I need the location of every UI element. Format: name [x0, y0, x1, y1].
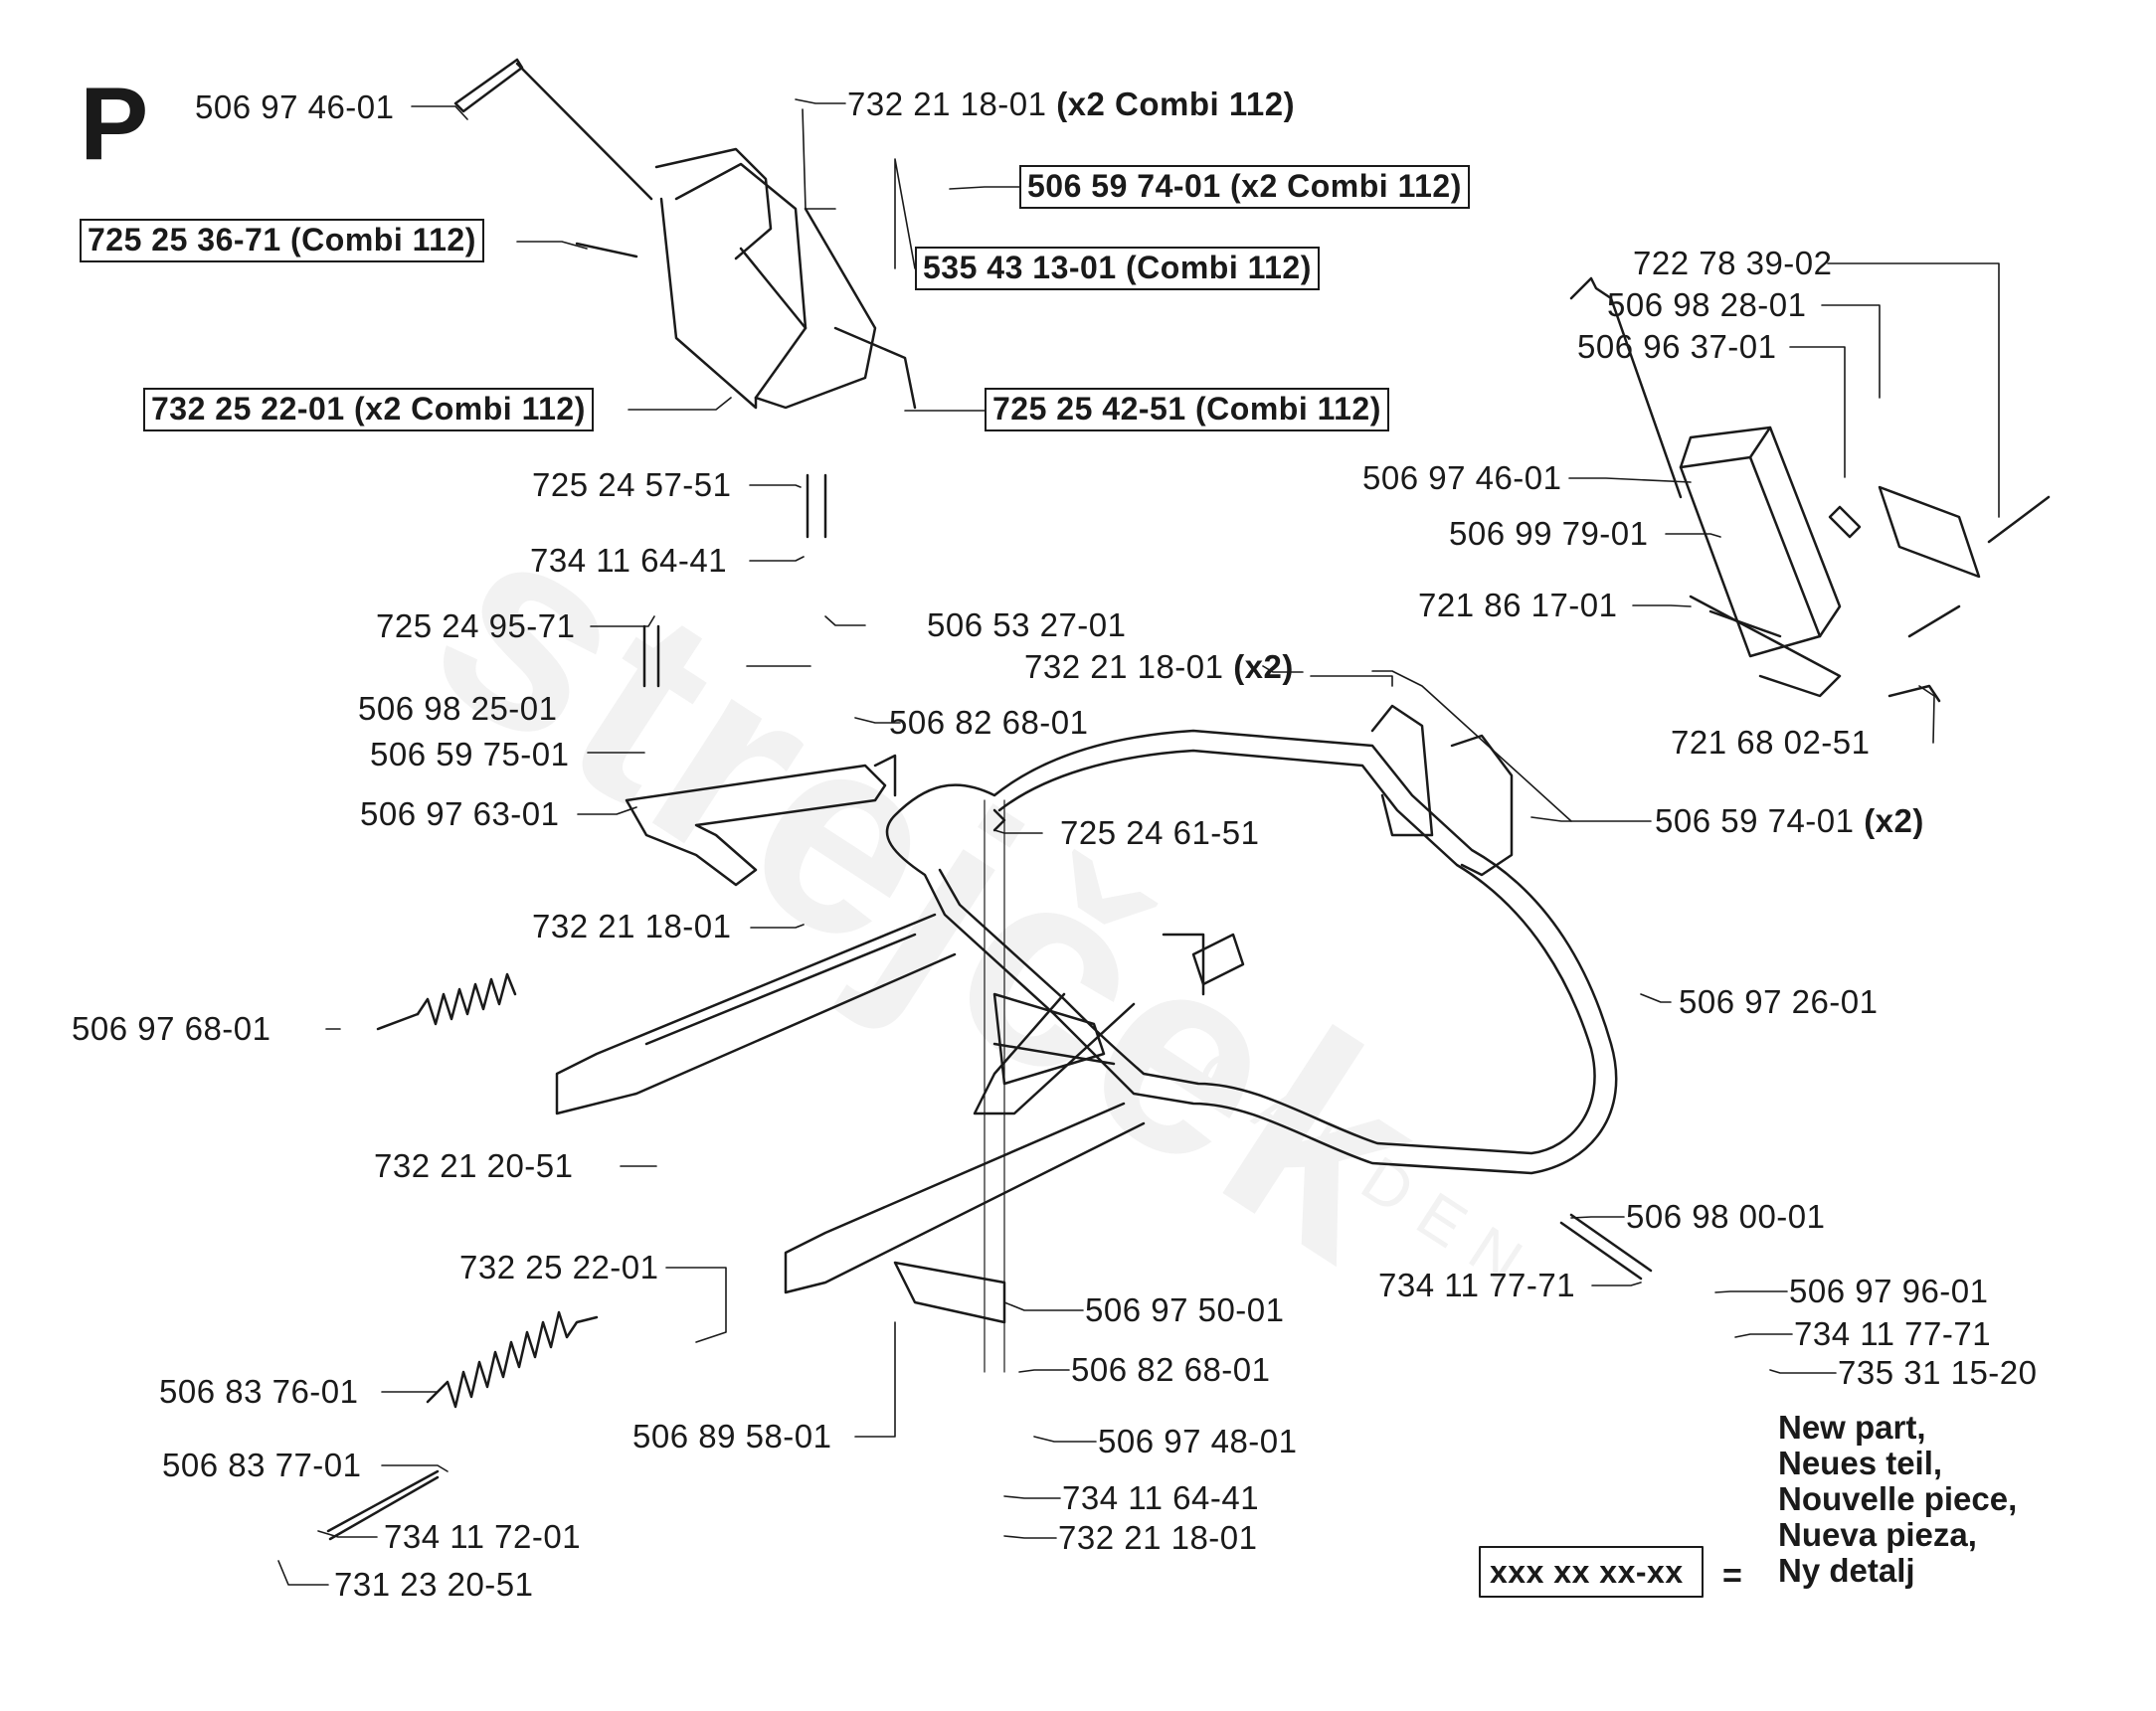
part-label: 506 97 46-01 [1362, 459, 1562, 496]
part-label: 506 98 00-01 [1626, 1198, 1826, 1235]
part-label: 734 11 64-41 [530, 542, 728, 579]
part-label: 506 97 63-01 [360, 795, 560, 832]
part-label: 506 59 75-01 [370, 736, 570, 772]
part-label: 506 83 76-01 [159, 1373, 359, 1410]
part-label-new: 506 59 74-01 (x2 Combi 112) [1019, 165, 1470, 209]
legend-line: New part, [1778, 1409, 1926, 1446]
legend-line: Ny detalj [1778, 1552, 1915, 1589]
part-label-new: 535 43 13-01 (Combi 112) [915, 247, 1320, 290]
legend-text: New part, Neues teil, Nouvelle piece, Nu… [1778, 1410, 2017, 1589]
part-label: 735 31 15-20 [1838, 1354, 2038, 1391]
part-label: 506 97 26-01 [1679, 983, 1879, 1020]
part-label: 734 11 72-01 [384, 1518, 582, 1555]
part-label: 725 24 57-51 [532, 466, 732, 503]
part-label: 725 24 61-51 [1060, 814, 1260, 851]
legend-equals: = [1722, 1557, 1742, 1595]
part-label: 721 86 17-01 [1418, 587, 1618, 623]
legend-box-text: xxx xx xx-xx [1490, 1554, 1684, 1590]
part-label: 506 53 27-01 [927, 606, 1127, 643]
legend-line: Neues teil, [1778, 1445, 1943, 1481]
part-label: 506 82 68-01 [1071, 1351, 1271, 1388]
page-letter: P [80, 67, 149, 182]
part-label: 506 97 46-01 [195, 88, 395, 125]
part-label: 731 23 20-51 [334, 1566, 534, 1603]
part-label: 732 21 18-01 (x2) [1024, 648, 1294, 685]
part-label-new: 725 25 36-71 (Combi 112) [80, 219, 484, 262]
part-label: 506 82 68-01 [889, 704, 1089, 741]
pulley-drawings [642, 473, 1653, 1281]
frame-drawing [555, 704, 1618, 1373]
part-label: 725 24 95-71 [376, 607, 576, 644]
part-label: 506 96 37-01 [1577, 328, 1777, 365]
part-label: 734 11 77-71 [1794, 1315, 1992, 1352]
lift-arm-drawing [625, 754, 897, 887]
part-label: 506 97 68-01 [72, 1010, 271, 1047]
legend-line: Nouvelle piece, [1778, 1480, 2018, 1517]
rear-hitch-drawing [1569, 276, 2051, 703]
spring-drawings [326, 972, 599, 1541]
part-label: 732 21 18-01 [532, 908, 732, 944]
part-label: 506 98 28-01 [1607, 286, 1807, 323]
legend-box-frame [1479, 1546, 1704, 1598]
part-label: 506 98 25-01 [358, 690, 558, 727]
legend-line: Nueva pieza, [1778, 1516, 1977, 1553]
part-label-new: 725 25 42-51 (Combi 112) [985, 388, 1389, 431]
part-label: 506 97 50-01 [1085, 1291, 1285, 1328]
part-label: 732 21 18-01 (x2 Combi 112) [847, 86, 1296, 122]
part-label: 722 78 39-02 [1633, 245, 1833, 281]
part-label: 506 97 48-01 [1098, 1423, 1298, 1459]
part-label: 732 21 18-01 [1058, 1519, 1258, 1556]
part-label: 506 89 58-01 [632, 1418, 832, 1454]
part-label: 732 21 20-51 [374, 1147, 574, 1184]
part-label: 732 25 22-01 [459, 1249, 659, 1285]
hitch-bracket-drawing [453, 58, 917, 410]
part-label: 506 97 96-01 [1789, 1273, 1989, 1309]
part-label: 506 59 74-01 (x2) [1655, 802, 1924, 839]
part-label-new: 732 25 22-01 (x2 Combi 112) [143, 388, 594, 431]
part-label: 506 99 79-01 [1449, 515, 1649, 552]
part-label: 734 11 77-71 [1378, 1267, 1576, 1303]
part-label: 734 11 64-41 [1062, 1479, 1260, 1516]
part-label: 721 68 02-51 [1671, 724, 1871, 761]
part-label: 506 83 77-01 [162, 1447, 362, 1483]
